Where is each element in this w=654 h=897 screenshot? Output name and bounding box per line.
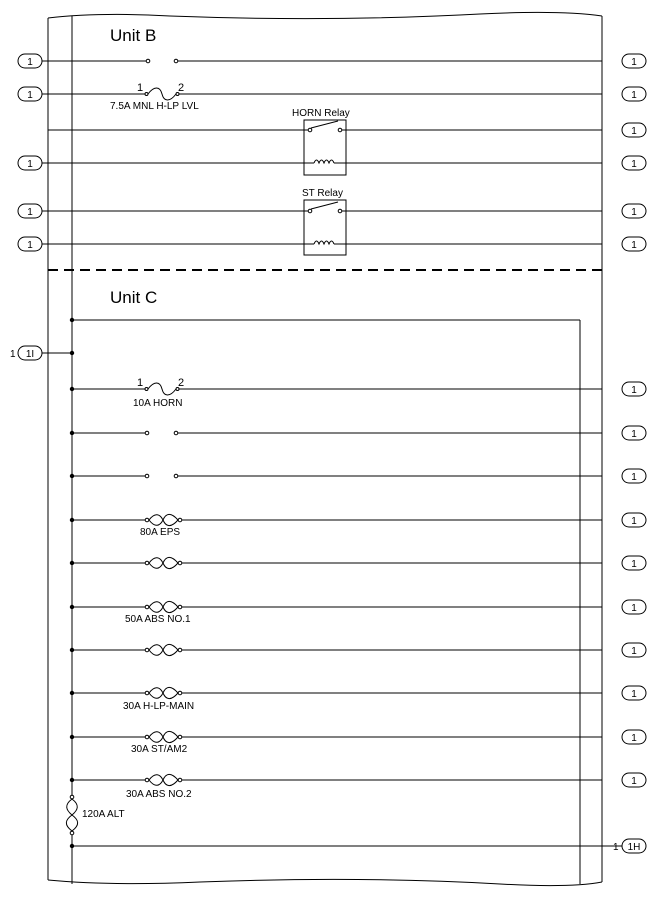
unit-c-row-switch-2 [69,473,602,479]
unit-b-right-connectors: 1 1 1 1 1 1 [621,53,647,252]
svg-text:1: 1 [27,240,33,251]
unit-c-row-link-80a-eps: 80A EPS [69,513,602,538]
svg-text:1: 1 [27,159,33,170]
connector-right-c1[interactable]: 1 [621,381,647,397]
connector-right-b6[interactable]: 1 [621,236,647,252]
svg-text:1: 1 [631,776,637,787]
svg-text:1: 1 [631,385,637,396]
svg-text:1: 1 [631,126,637,137]
unit-b-row-2-fuse: 1 2 7.5A MNL H-LP LVL [42,82,602,112]
svg-text:1: 1 [27,90,33,101]
connector-right-1h[interactable]: 1 1H [613,838,647,854]
connector-left-1i[interactable]: 1 1I [10,345,43,361]
unit-c-bus [42,317,581,884]
alt-link-label: 120A ALT [82,809,125,820]
link-label-6: 30A ST/AM2 [131,744,188,755]
link-label-7: 30A ABS NO.2 [126,789,192,800]
connector-right-b5[interactable]: 1 [621,203,647,219]
link-label-3: 50A ABS NO.1 [125,614,191,625]
horn-fuse-pin-1: 1 [137,377,143,389]
connector-right-b1[interactable]: 1 [621,53,647,69]
connector-right-c10[interactable]: 1 [621,772,647,788]
horn-fuse-label: 10A HORN [133,398,182,409]
svg-text:1: 1 [631,207,637,218]
unit-c-row-link-30a-hlp-main: 30A H-LP-MAIN [69,686,602,712]
svg-text:1: 1 [631,472,637,483]
svg-text:1: 1 [631,603,637,614]
connector-left-b5[interactable]: 1 [17,203,43,219]
unit-c-row-horn-fuse: 1 2 10A HORN [69,377,602,409]
unit-b-title: Unit B [110,26,156,45]
svg-text:1: 1 [27,207,33,218]
fuse-pin-2: 2 [178,82,184,94]
connector-right-c8[interactable]: 1 [621,685,647,701]
unit-c-row-bottom [69,843,622,849]
svg-text:1: 1 [631,57,637,68]
svg-text:1: 1 [631,646,637,657]
svg-text:1: 1 [631,733,637,744]
fuse-pin-1: 1 [137,82,143,94]
svg-text:1I: 1I [26,349,34,360]
svg-text:1: 1 [631,159,637,170]
connector-right-c5[interactable]: 1 [621,555,647,571]
svg-text:1: 1 [631,559,637,570]
svg-text:1: 1 [27,57,33,68]
svg-text:1: 1 [631,90,637,101]
connector-right-c3[interactable]: 1 [621,468,647,484]
horn-relay-label: HORN Relay [292,108,350,119]
svg-text:1: 1 [613,842,619,853]
unit-c-row-link-2 [69,556,602,570]
alt-fusible-link: 120A ALT [65,794,125,836]
connector-right-c2[interactable]: 1 [621,425,647,441]
st-relay: ST Relay [42,188,602,256]
unit-c-right-connectors: 1 1 1 1 1 1 1 1 1 1 1 1H [613,381,647,854]
svg-text:1H: 1H [628,842,641,853]
connector-right-b2[interactable]: 1 [621,86,647,102]
unit-b-left-connectors: 1 1 1 1 1 [17,53,43,252]
connector-right-b4[interactable]: 1 [621,155,647,171]
st-relay-label: ST Relay [302,188,343,199]
connector-right-c4[interactable]: 1 [621,512,647,528]
connector-left-b1[interactable]: 1 [17,53,43,69]
link-label-1: 80A EPS [140,527,180,538]
connector-left-b2[interactable]: 1 [17,86,43,102]
svg-text:1: 1 [631,516,637,527]
connector-right-c6[interactable]: 1 [621,599,647,615]
svg-text:1: 1 [10,349,16,360]
link-label-5: 30A H-LP-MAIN [123,701,194,712]
connector-right-c7[interactable]: 1 [621,642,647,658]
unit-c-row-link-30a-abs2: 30A ABS NO.2 [69,773,602,800]
connector-right-c9[interactable]: 1 [621,729,647,745]
fuse-label: 7.5A MNL H-LP LVL [110,101,199,112]
svg-text:1: 1 [631,689,637,700]
unit-b-row-1 [42,58,602,64]
unit-c-row-link-50a-abs1: 50A ABS NO.1 [69,600,602,625]
unit-c-row-link-30a-st-am2: 30A ST/AM2 [69,730,602,755]
svg-text:1: 1 [631,429,637,440]
unit-c-row-link-4 [69,643,602,657]
horn-fuse-pin-2: 2 [178,377,184,389]
connector-right-b3[interactable]: 1 [621,122,647,138]
connector-left-b6[interactable]: 1 [17,236,43,252]
unit-c-title: Unit C [110,288,157,307]
diagram-frame [47,11,603,887]
unit-c-row-switch-1 [69,430,602,436]
svg-text:1: 1 [631,240,637,251]
horn-relay: HORN Relay [42,108,602,176]
connector-left-b4[interactable]: 1 [17,155,43,171]
